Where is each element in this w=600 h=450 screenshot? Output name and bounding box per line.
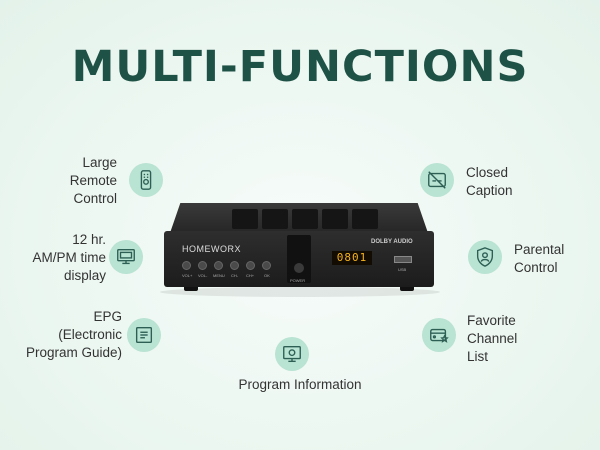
monitor-icon (109, 240, 143, 274)
label-line: Caption (466, 183, 513, 198)
set-top-box: HOMEWORX VOL+ VOL- MENU CH- CH+ OK POWER… (164, 203, 434, 291)
label-line: (Electronic (58, 327, 122, 342)
label-line: Control (514, 260, 558, 275)
power-slot (287, 235, 311, 283)
feature-label-parental: Parental Control (514, 241, 564, 277)
guide-icon (127, 318, 161, 352)
vent (322, 209, 348, 229)
led-display: 0801 (332, 251, 372, 265)
device-button-label: MENU (213, 273, 225, 278)
device-button-label: VOL- (198, 273, 208, 278)
label-line: display (63, 268, 106, 283)
shield-user-icon (468, 240, 502, 274)
label-line: Channel (467, 331, 518, 346)
label-line: Program Information (238, 377, 362, 392)
feature-label-epg: EPG (Electronic Program Guide) (26, 308, 122, 362)
vent (262, 209, 288, 229)
feature-label-favorite: Favorite Channel List (467, 312, 517, 366)
device-foot (400, 287, 414, 291)
device-button-label: VOL+ (182, 273, 193, 278)
device-button-label: OK (264, 273, 270, 278)
page-title: MULTI-FUNCTIONS (71, 42, 529, 92)
device-button (230, 261, 239, 270)
device-button-label: CH- (231, 273, 239, 278)
usb-port (394, 256, 412, 263)
label-line: Program Guide) (25, 345, 122, 360)
feature-label-caption: Closed Caption (466, 164, 513, 200)
device-button (262, 261, 271, 270)
device-foot (184, 287, 198, 291)
device-button (214, 261, 223, 270)
device-front-panel: HOMEWORX VOL+ VOL- MENU CH- CH+ OK POWER… (164, 231, 434, 287)
device-shadow (160, 287, 440, 297)
power-label: POWER (290, 278, 306, 283)
feature-label-clock: 12 hr. AM/PM time display (32, 231, 106, 285)
label-line: List (467, 349, 489, 364)
favorite-card-icon (422, 318, 456, 352)
closed-caption-icon (420, 163, 454, 197)
label-line: 12 hr. (72, 232, 106, 247)
program-info-icon (275, 337, 309, 371)
label-line: EPG (93, 309, 122, 324)
device-button-label: CH+ (246, 273, 255, 278)
device-brand: HOMEWORX (182, 244, 241, 254)
device-button (246, 261, 255, 270)
feature-label-program: Program Information (200, 376, 400, 394)
label-line: Closed (466, 165, 509, 180)
label-line: Control (73, 191, 117, 206)
label-line: Large (82, 155, 117, 170)
remote-icon (129, 163, 163, 197)
device-button (182, 261, 191, 270)
vent (292, 209, 318, 229)
device-button (198, 261, 207, 270)
vent (232, 209, 258, 229)
usb-label: USB (398, 267, 407, 272)
label-line: Parental (514, 242, 565, 257)
dolby-logo: DOLBY AUDIO (371, 239, 413, 245)
feature-label-remote: Large Remote Control (70, 154, 117, 208)
label-line: Favorite (467, 313, 516, 328)
device-top (170, 203, 428, 233)
vent (352, 209, 378, 229)
label-line: Remote (69, 173, 117, 188)
power-icon (294, 263, 304, 273)
label-line: AM/PM time (32, 250, 106, 265)
